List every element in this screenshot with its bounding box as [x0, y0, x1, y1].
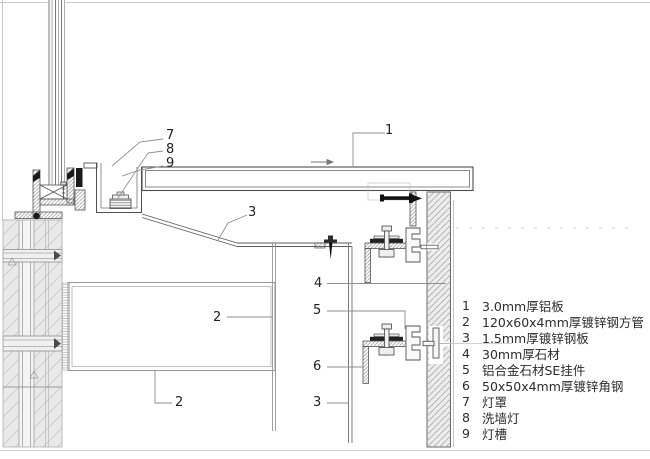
aluminium-ceiling-plate: [141, 166, 474, 192]
legend-no: 3: [462, 329, 470, 345]
legend-text: 铝合金石材SE挂件: [482, 362, 586, 378]
legend-item: 2 120x60x4mm厚镀锌钢方管: [462, 313, 647, 330]
stone-anchor-upper: [364, 225, 439, 283]
curtainwall-band: [2, 219, 63, 448]
legend-item: 6 50x50x4mm厚镀锌角钢: [462, 377, 647, 395]
callout-9: 9: [166, 156, 175, 171]
legend-no: 5: [462, 361, 470, 377]
legend-item: 5 铝合金石材SE挂件: [462, 361, 647, 378]
legend-text: 30mm厚石材: [482, 346, 560, 362]
transom-bars: [2, 249, 63, 388]
legend-no: 6: [462, 378, 470, 394]
legend-no: 2: [462, 313, 470, 329]
expansion-bolt-icon: [380, 193, 422, 203]
legend-text: 3.0mm厚铝板: [482, 298, 564, 314]
steel-square-tube: [62, 282, 276, 371]
legend-item: 7 灯罩: [462, 394, 647, 410]
legend-text: 灯罩: [482, 395, 508, 411]
callout-7: 7: [166, 128, 175, 143]
se-pin: [422, 327, 452, 359]
legend-text: 50x50x4mm厚镀锌角钢: [482, 379, 624, 395]
legend-item: 4 30mm厚石材: [462, 345, 647, 362]
legend: 1 3.0mm厚铝板 2 120x60x4mm厚镀锌钢方管 3 1.5mm厚镀锌…: [462, 297, 647, 443]
legend-item: 8 洗墙灯: [462, 410, 647, 426]
legend-no: 9: [462, 426, 470, 442]
callout-5: 5: [313, 303, 322, 318]
legend-no: 8: [462, 410, 470, 426]
legend-no: 1: [462, 297, 470, 313]
callout-6: 6: [313, 359, 322, 374]
callout-2-lower: 2: [175, 395, 184, 410]
legend-text: 灯槽: [482, 427, 508, 443]
wall-bracket-anchor: [367, 182, 422, 227]
callout-3-lower: 3: [313, 395, 322, 410]
legend-text: 洗墙灯: [482, 411, 520, 427]
callout-4: 4: [314, 276, 323, 291]
leader-lines: [111, 132, 446, 404]
stone-anchor-lower: [362, 323, 452, 384]
callout-2-upper: 2: [213, 310, 222, 325]
self-tapping-screw-icon: [314, 235, 337, 260]
legend-no: 7: [462, 394, 470, 410]
legend-text: 1.5mm厚镀锌钢板: [482, 330, 589, 346]
direction-arrow-icon: [311, 158, 335, 166]
legend-no: 4: [462, 345, 470, 361]
callout-1: 1: [385, 123, 394, 138]
se-hanger-profile: [405, 227, 421, 263]
callout-8: 8: [166, 142, 175, 157]
stone-wall-band: [426, 191, 454, 448]
legend-text: 120x60x4mm厚镀锌钢方管: [482, 314, 644, 330]
legend-item: 1 3.0mm厚铝板: [462, 297, 647, 314]
legend-item: 3 1.5mm厚镀锌钢板: [462, 329, 647, 346]
window-glass: [47, 0, 66, 186]
legend-item: 9 灯槽: [462, 426, 647, 442]
callout-3-upper: 3: [248, 205, 257, 220]
gasket-blocks: [33, 168, 83, 220]
screw-icon: [60, 181, 67, 199]
se-hanger-profile: [405, 325, 421, 361]
steel-sheet-bulkhead: [141, 213, 353, 443]
